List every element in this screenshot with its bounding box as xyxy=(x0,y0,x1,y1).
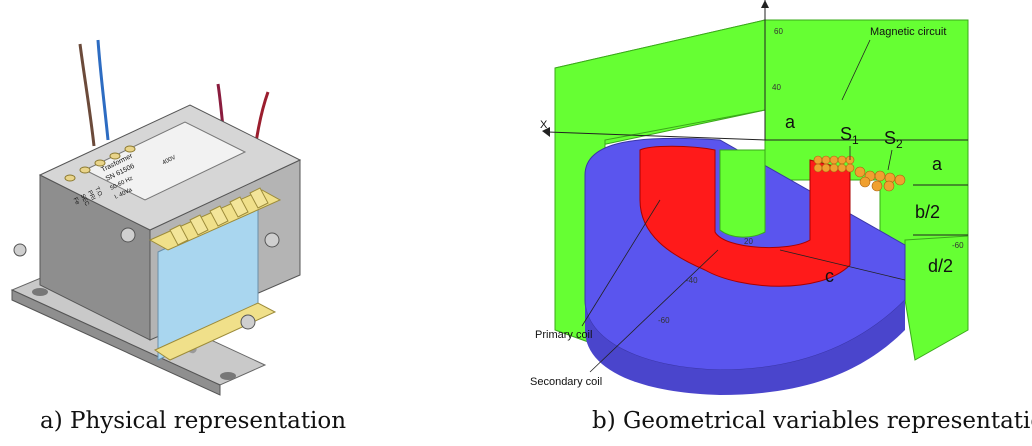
label-power: 400V xyxy=(162,155,177,167)
tick-40: 40 xyxy=(772,83,781,92)
tick-minus-60: -60 xyxy=(658,316,670,325)
bobbin-tabs xyxy=(169,187,269,246)
dim-a-right: a xyxy=(932,154,943,174)
screw xyxy=(264,232,280,248)
blue-wire xyxy=(96,39,110,141)
x-axis xyxy=(547,131,766,141)
label-secondary-coil: Secondary coil xyxy=(530,376,602,388)
mounting-hole xyxy=(32,288,48,296)
dim-b-half: b/2 xyxy=(915,202,940,222)
caption-physical-representation: a) Physical representation xyxy=(40,408,347,434)
terminal-pins xyxy=(64,145,136,182)
z-axis-arrow xyxy=(761,0,769,8)
x-axis-arrow xyxy=(542,127,550,137)
geometric-diagram-panel: 60 40 20 -40 -60 -60 X a a S1 S2 b/2 d/2… xyxy=(520,0,1032,446)
tick-60: 60 xyxy=(774,27,783,36)
leader-magnetic-circuit xyxy=(841,39,871,101)
brown-wire xyxy=(78,43,96,147)
rating-label xyxy=(83,121,247,201)
label-pri: PRI xyxy=(86,190,96,202)
x-axis-label: X xyxy=(540,119,548,131)
tick-20: 20 xyxy=(744,237,753,246)
tick-right-minus-60: -60 xyxy=(952,241,964,250)
transformer-illustration: Trasformer SN 61506 50-60 Hz 400V I. 40V… xyxy=(10,39,302,396)
label-fe: Fe xyxy=(72,197,81,207)
magnetic-circuit-right xyxy=(904,235,969,361)
physical-transformer-panel: Trasformer SN 61506 50-60 Hz 400V I. 40V… xyxy=(10,39,347,434)
screw xyxy=(240,314,256,330)
dim-s2: S2 xyxy=(884,128,903,151)
primary-coil xyxy=(639,145,851,287)
dim-c: c xyxy=(825,266,834,286)
label-primary-coil: Primary coil xyxy=(535,329,592,341)
label-to: T.O. xyxy=(93,186,103,199)
screw xyxy=(120,227,136,243)
label-magnetic-circuit: Magnetic circuit xyxy=(870,26,946,38)
screw xyxy=(13,243,27,257)
tick-minus-40: -40 xyxy=(686,276,698,285)
dim-d-half: d/2 xyxy=(928,256,953,276)
core-center-leg xyxy=(719,149,766,238)
geometric-diagram: 60 40 20 -40 -60 -60 X a a S1 S2 b/2 d/2… xyxy=(530,0,969,395)
mounting-hole xyxy=(220,372,236,380)
dim-a-left: a xyxy=(785,112,796,132)
leader-secondary-coil xyxy=(589,249,719,373)
caption-geometrical-variables: b) Geometrical variables representation xyxy=(592,408,1032,434)
leader-primary-coil xyxy=(581,199,661,327)
winding-cross-section xyxy=(813,155,906,192)
label-sec: SEC xyxy=(79,193,90,207)
